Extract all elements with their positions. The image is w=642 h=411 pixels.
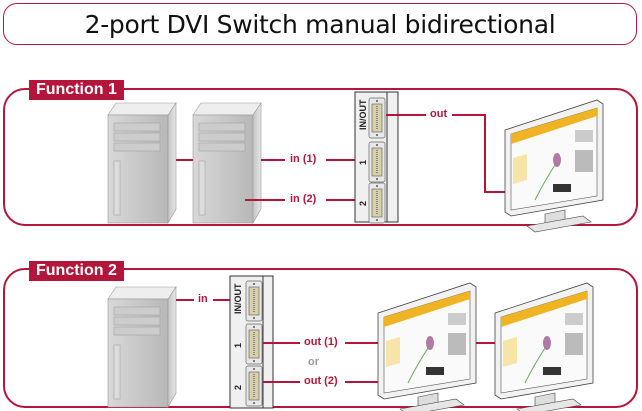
monitor-icon <box>504 99 604 233</box>
port-inout-label: IN/OUT <box>233 283 243 315</box>
port-1-label: 1 <box>358 159 368 165</box>
computer-icon <box>107 286 177 408</box>
monitor-1-icon <box>377 282 477 411</box>
input-label: in <box>198 293 208 305</box>
port-inout-label: IN/OUT <box>358 99 368 131</box>
title-box: 2-port DVI Switch manual bidirectional <box>3 3 637 45</box>
or-separator: or <box>308 356 319 368</box>
function1-label: Function 1 <box>29 80 124 100</box>
output-1-label: out (1) <box>304 336 338 348</box>
port-1-label: 1 <box>233 342 243 348</box>
page-title: 2-port DVI Switch manual bidirectional <box>84 9 556 39</box>
port-2-label: 2 <box>233 384 243 390</box>
function2-panel <box>3 268 638 408</box>
input-1-label: in (1) <box>290 153 317 165</box>
port-inout-icon <box>368 97 386 139</box>
function2-label: Function 2 <box>29 261 124 281</box>
port-1-icon <box>245 323 263 365</box>
port-inout-icon <box>245 280 263 322</box>
port-2-icon <box>368 182 386 224</box>
output-label: out <box>430 108 448 120</box>
function1-panel <box>3 88 638 226</box>
port-1-icon <box>368 141 386 183</box>
computer-1-icon <box>107 102 177 224</box>
monitor-2-icon <box>494 282 594 411</box>
output-2-label: out (2) <box>304 375 338 387</box>
port-2-label: 2 <box>358 200 368 206</box>
port-2-icon <box>245 365 263 407</box>
input-2-label: in (2) <box>290 193 317 205</box>
computer-2-icon <box>192 102 262 224</box>
